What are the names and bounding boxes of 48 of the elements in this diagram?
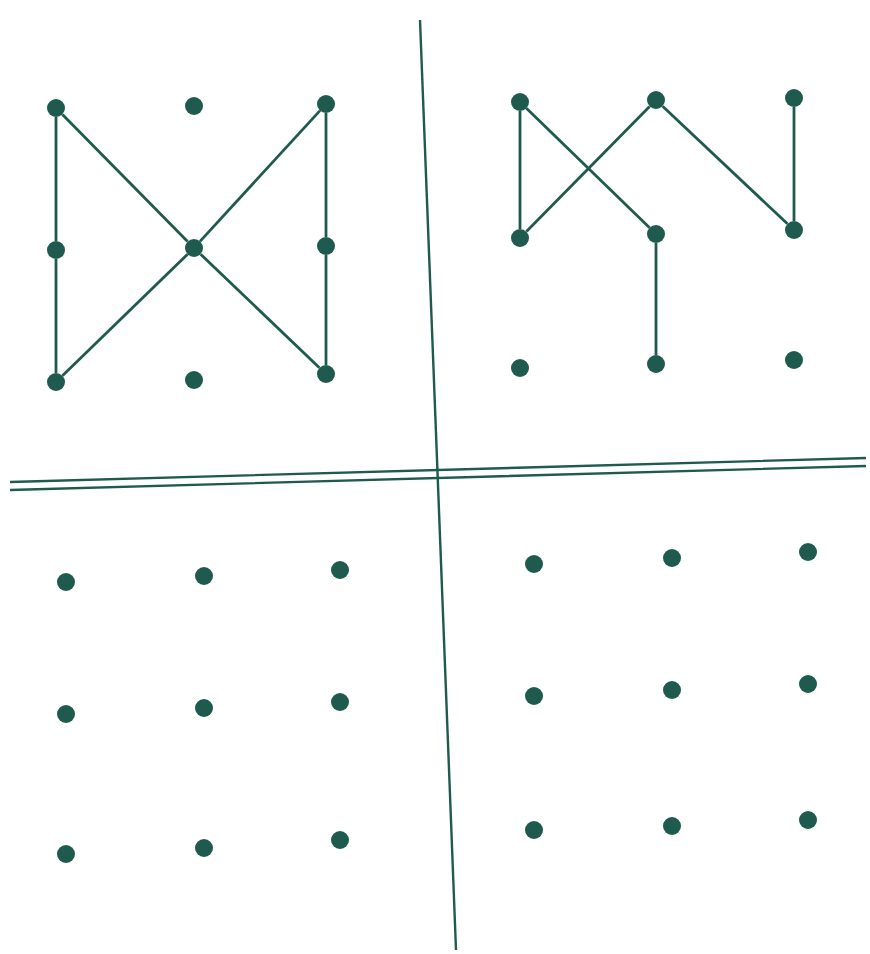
grid-dot [331,693,349,711]
connecting-line [518,111,522,229]
grid-dot [799,675,817,693]
grid-dot [799,811,817,829]
connecting-line [54,259,58,373]
grid-dot [511,229,529,247]
grid-dot [317,95,335,113]
grid-dot [57,705,75,723]
connecting-line [792,107,796,221]
grid-dot [511,359,529,377]
grid-dot [799,543,817,561]
grid-dot [331,831,349,849]
grid-dot [785,89,803,107]
grid-dot [785,351,803,369]
grid-dot [317,237,335,255]
connecting-line [324,113,328,237]
grid-dot [331,561,349,579]
connecting-line [654,243,658,355]
grid-dot [57,845,75,863]
grid-dot [195,839,213,857]
connecting-line [199,253,321,369]
grid-dot [195,567,213,585]
grid-dot [525,687,543,705]
grid-dot [47,99,65,117]
connecting-line [198,109,322,243]
connecting-line [661,105,789,225]
grid-dot [663,817,681,835]
connecting-line [61,113,189,243]
grid-dot [185,239,203,257]
grid-dot [525,821,543,839]
connecting-line [61,253,189,377]
grid-dot [317,365,335,383]
grid-dot [785,221,803,239]
grid-dot [647,355,665,373]
grid-dot [525,555,543,573]
grid-dot [57,573,75,591]
connecting-line [324,255,328,365]
grid-dot [511,93,529,111]
grid-dot [47,373,65,391]
grid-dot [647,225,665,243]
grid-dot [185,97,203,115]
grid-dot [195,699,213,717]
grid-dot [663,549,681,567]
grid-dot [47,241,65,259]
connecting-line [54,117,58,241]
grid-dot [647,91,665,109]
grid-dot [663,681,681,699]
grid-dot [185,371,203,389]
